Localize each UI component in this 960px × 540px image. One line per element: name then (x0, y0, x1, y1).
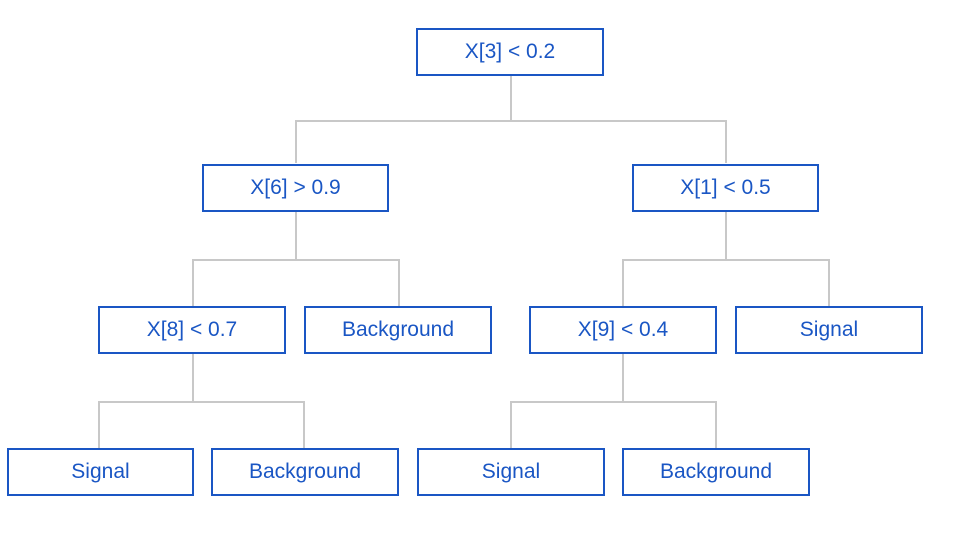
edge-l1-right-stem (725, 212, 727, 260)
edge-l2-right-bar (510, 401, 717, 403)
edge-l1-right-drop-a (622, 259, 624, 307)
edge-l2-right-drop-b (715, 401, 717, 449)
leaf-signal-ll: Signal (7, 448, 194, 496)
edge-l1-left-stem (295, 212, 297, 260)
leaf-background-lr: Background (211, 448, 399, 496)
edge-l1-left-drop-a (192, 259, 194, 307)
root-node: X[3] < 0.2 (416, 28, 604, 76)
edge-root-right-drop (725, 120, 727, 163)
edge-l2-right-stem (622, 354, 624, 402)
edge-l2-left-drop-a (98, 401, 100, 449)
edge-root-bar (295, 120, 727, 122)
edge-l1-right-drop-b (828, 259, 830, 307)
node-x9-split: X[9] < 0.4 (529, 306, 717, 354)
edge-l2-left-drop-b (303, 401, 305, 449)
edge-l1-right-bar (622, 259, 830, 261)
leaf-background-l2: Background (304, 306, 492, 354)
edge-l1-left-drop-b (398, 259, 400, 307)
edge-l2-left-stem (192, 354, 194, 402)
node-x6-split: X[6] > 0.9 (202, 164, 389, 212)
node-x8-split: X[8] < 0.7 (98, 306, 286, 354)
leaf-signal-l2: Signal (735, 306, 923, 354)
node-x1-split: X[1] < 0.5 (632, 164, 819, 212)
edge-root-left-drop (295, 120, 297, 163)
edge-root-stem (510, 76, 512, 121)
edge-l2-left-bar (98, 401, 305, 403)
leaf-signal-rl: Signal (417, 448, 605, 496)
leaf-background-rr: Background (622, 448, 810, 496)
edge-l2-right-drop-a (510, 401, 512, 449)
edge-l1-left-bar (192, 259, 400, 261)
